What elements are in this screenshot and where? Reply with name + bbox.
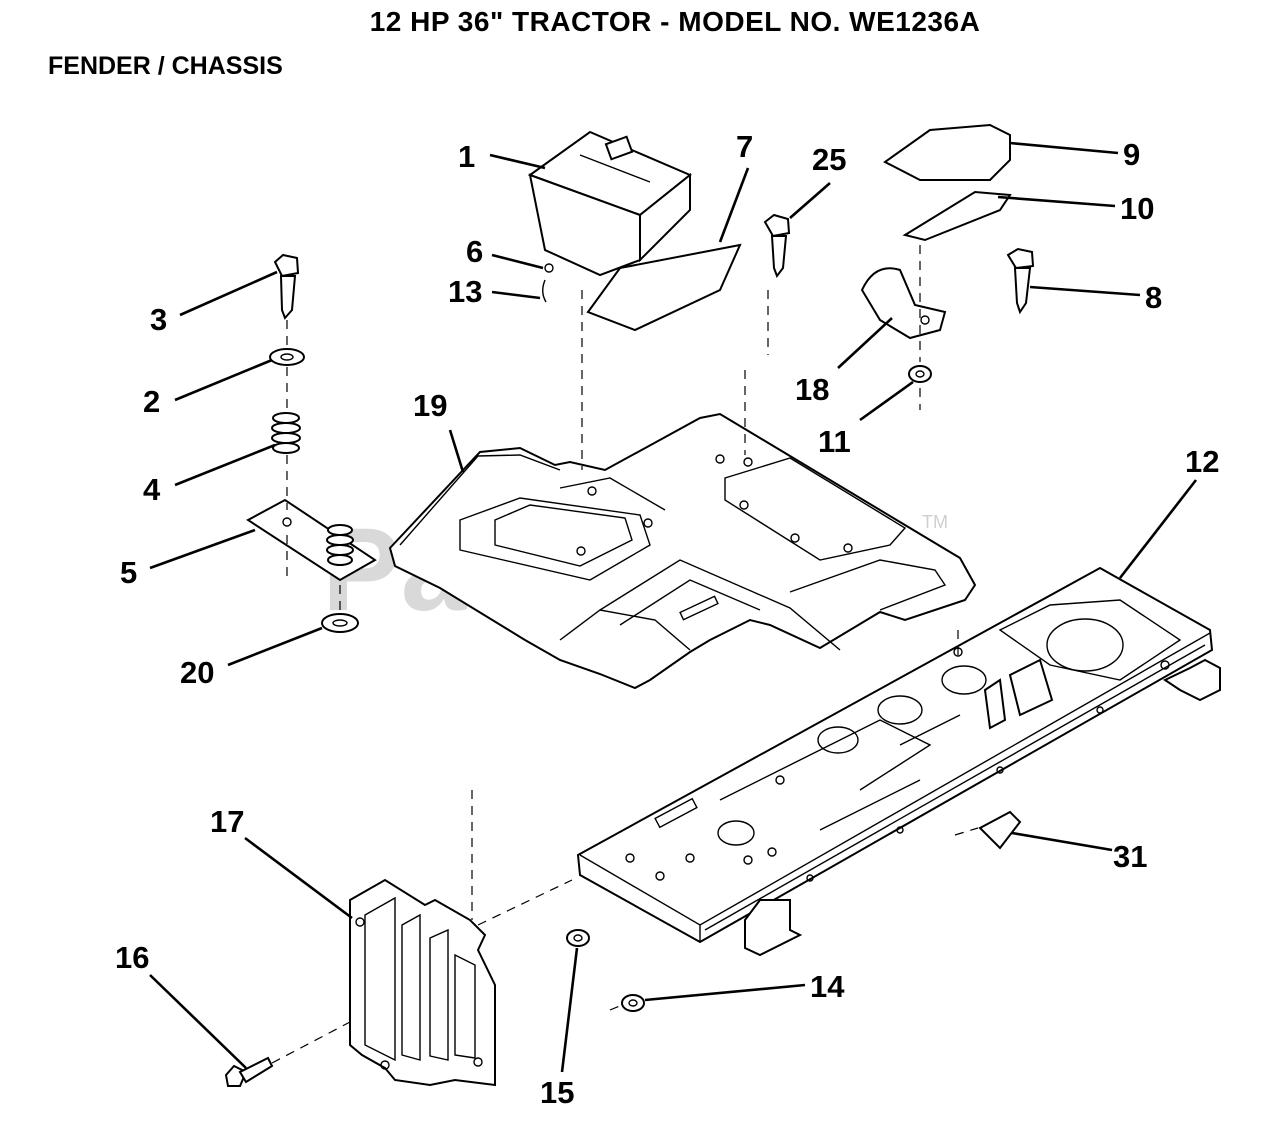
callout-9[interactable]: 9 [1123,137,1140,172]
part-12-chassis-frame[interactable] [576,566,1221,957]
diagram-title: 12 HP 36" TRACTOR - MODEL NO. WE1236A [369,6,981,37]
part-11-nut[interactable] [908,365,932,383]
part-19-fender[interactable] [388,412,977,690]
part-17-bracket-plate[interactable] [349,878,496,1087]
part-20-washer[interactable] [321,613,359,633]
callout-17[interactable]: 17 [210,804,244,839]
callout-25[interactable]: 25 [812,142,846,177]
part-4-spring[interactable] [271,412,301,454]
callout-14[interactable]: 14 [810,969,845,1004]
part-5-plate[interactable] [246,498,377,582]
callout-11[interactable]: 11 [818,424,851,459]
callout-3[interactable]: 3 [150,302,167,337]
part-2-washer[interactable] [269,348,305,366]
callout-20[interactable]: 20 [180,655,214,690]
part-7-decal[interactable] [586,243,742,332]
part-18-clamp[interactable] [860,267,947,340]
part-3-bolt[interactable] [273,253,300,320]
callout-19[interactable]: 19 [413,388,447,423]
part-10-bracket[interactable] [902,190,1012,242]
part-16-bolt[interactable] [224,1056,274,1087]
callout-12[interactable]: 12 [1185,444,1219,479]
diagram-subtitle: FENDER / CHASSIS [48,52,283,80]
callout-10[interactable]: 10 [1120,191,1154,226]
callout-15[interactable]: 15 [540,1075,574,1110]
callout-8[interactable]: 8 [1145,280,1162,315]
callout-18[interactable]: 18 [795,372,829,407]
part-9-plate[interactable] [883,123,1011,181]
callout-31[interactable]: 31 [1113,839,1147,874]
leader-lines [149,141,1198,1073]
part-25-bolt[interactable] [763,213,791,279]
part-31-bracket[interactable] [978,810,1022,850]
callout-16[interactable]: 16 [115,940,149,975]
part-15-nut[interactable] [566,929,590,947]
callout-5[interactable]: 5 [120,555,137,590]
callout-6[interactable]: 6 [466,234,483,269]
callout-1[interactable]: 1 [458,139,475,174]
watermark-trademark: TM [922,512,948,532]
callout-2[interactable]: 2 [143,384,160,419]
part-1-console[interactable] [527,130,692,277]
callout-4[interactable]: 4 [143,472,161,507]
callout-labels: 1 2 3 4 5 6 7 8 9 10 11 12 13 14 15 16 1… [115,129,1219,1110]
callout-13[interactable]: 13 [448,274,482,309]
alignment-lines [271,245,979,1064]
part-14-nut[interactable] [621,994,645,1012]
part-8-bolt[interactable] [1006,247,1035,315]
callout-7[interactable]: 7 [736,129,753,164]
part-6-screw[interactable] [544,263,554,273]
part-13-clip[interactable] [542,279,547,303]
